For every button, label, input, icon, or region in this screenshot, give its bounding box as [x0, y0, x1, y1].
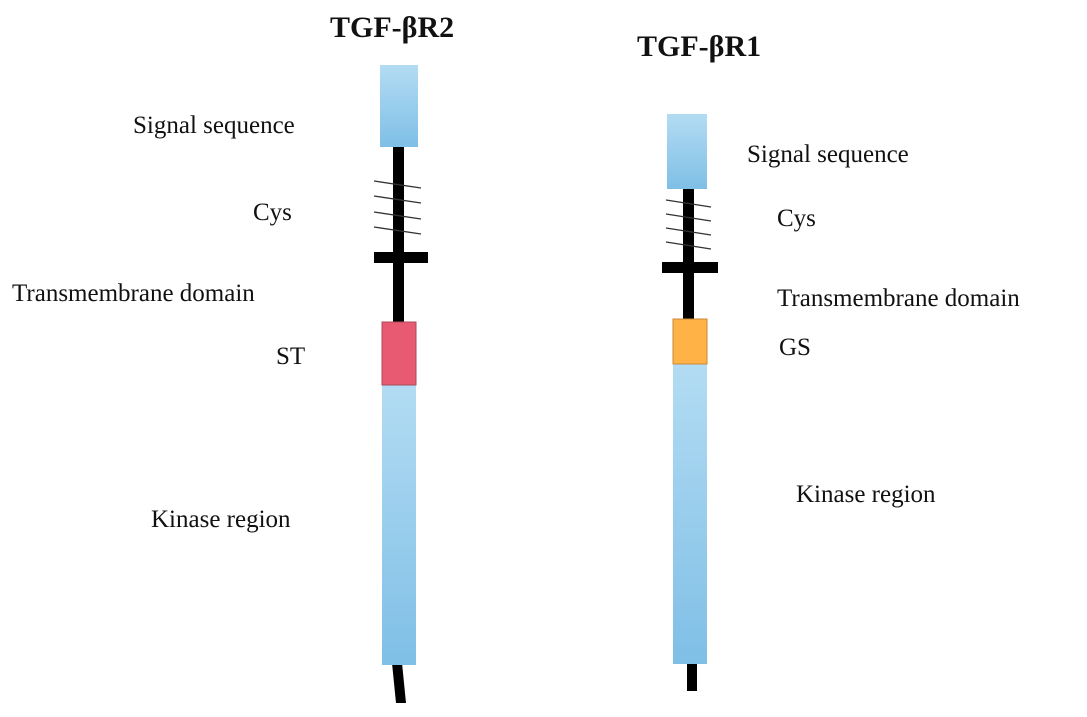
r1-transmembrane-label: Transmembrane domain: [777, 285, 1020, 312]
r2-kinase-label: Kinase region: [151, 506, 291, 533]
r1-cys-label: Cys: [777, 205, 816, 232]
r2-transmembrane-bar: [374, 252, 428, 263]
r1-kinase-domain: [673, 362, 707, 664]
r2-signal-sequence-domain: [380, 65, 418, 147]
r2-cys-label: Cys: [253, 199, 292, 226]
r1-backbone-tail: [687, 663, 697, 691]
r2-kinase-domain: [382, 383, 416, 665]
receptor-r2: [373, 65, 428, 703]
r1-signal-sequence-domain: [667, 114, 707, 189]
r1-gs-label: GS: [779, 334, 811, 361]
r1-backbone-upper: [683, 188, 694, 322]
r1-kinase-label: Kinase region: [796, 481, 936, 508]
r1-cys-ticks: [665, 199, 712, 250]
r1-transmembrane-bar: [662, 262, 718, 273]
r1-signal-sequence-label: Signal sequence: [747, 141, 909, 168]
r1-title: TGF-βR1: [637, 30, 762, 63]
r2-st-label: ST: [276, 343, 306, 370]
r2-transmembrane-label: Transmembrane domain: [12, 280, 255, 307]
r2-st-motif: [381, 321, 417, 386]
r2-backbone-upper: [393, 146, 404, 324]
r2-cys-ticks: [373, 180, 422, 235]
r1-gs-motif: [672, 318, 708, 365]
r2-backbone-tail: [392, 663, 406, 703]
receptor-r1: [662, 114, 718, 691]
r2-title: TGF-βR2: [330, 11, 455, 44]
r2-signal-sequence-label: Signal sequence: [133, 112, 295, 139]
